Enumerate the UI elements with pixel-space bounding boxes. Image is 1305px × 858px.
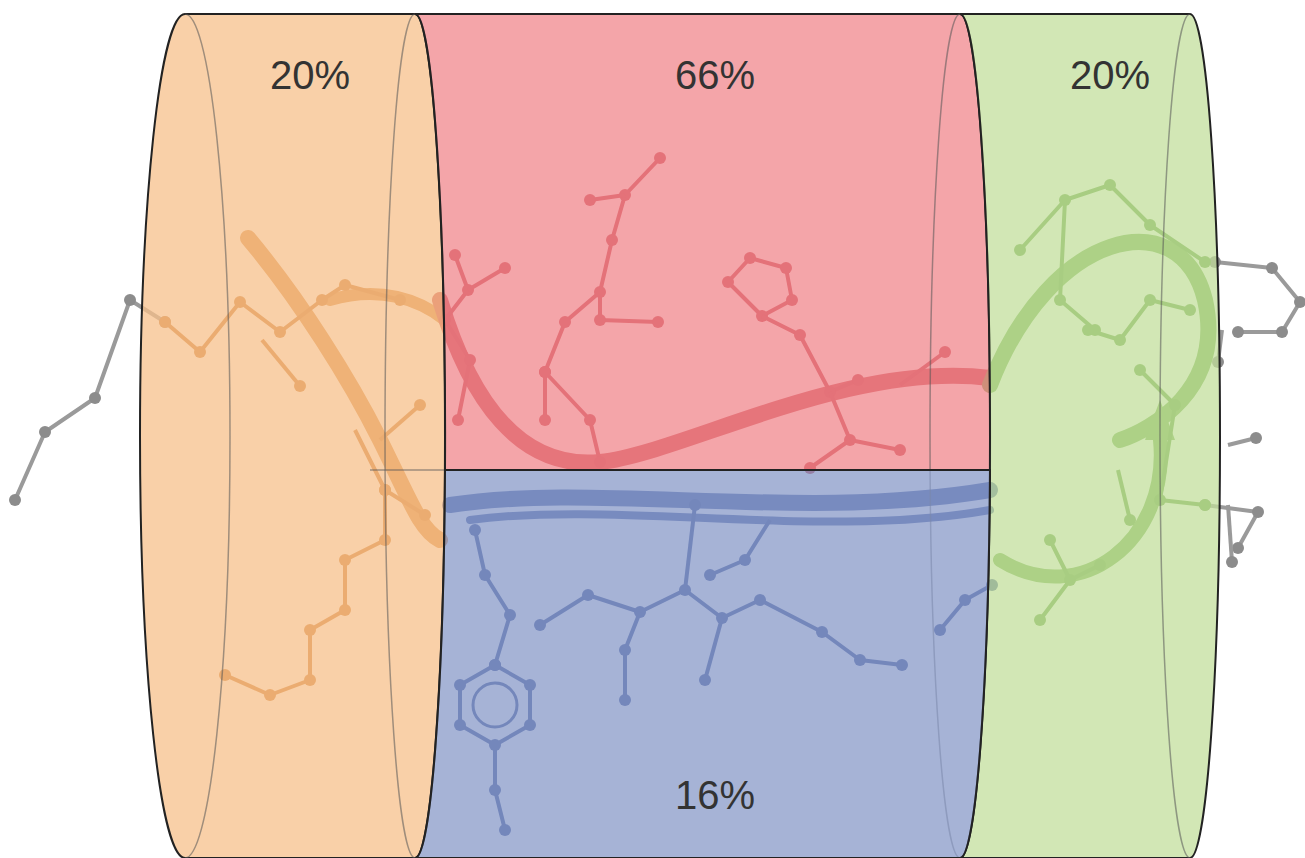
region-shape bbox=[960, 14, 1220, 858]
orange-band: 20% bbox=[140, 14, 445, 858]
percentage-label: 16% bbox=[675, 772, 755, 818]
percentage-label: 20% bbox=[270, 52, 350, 98]
blue-region: 16% bbox=[415, 470, 990, 858]
percentage-label: 20% bbox=[1070, 52, 1150, 98]
region-shape bbox=[140, 14, 445, 858]
green-band: 20% bbox=[960, 14, 1220, 858]
percentage-label: 66% bbox=[675, 52, 755, 98]
red-region: 66% bbox=[415, 14, 990, 470]
